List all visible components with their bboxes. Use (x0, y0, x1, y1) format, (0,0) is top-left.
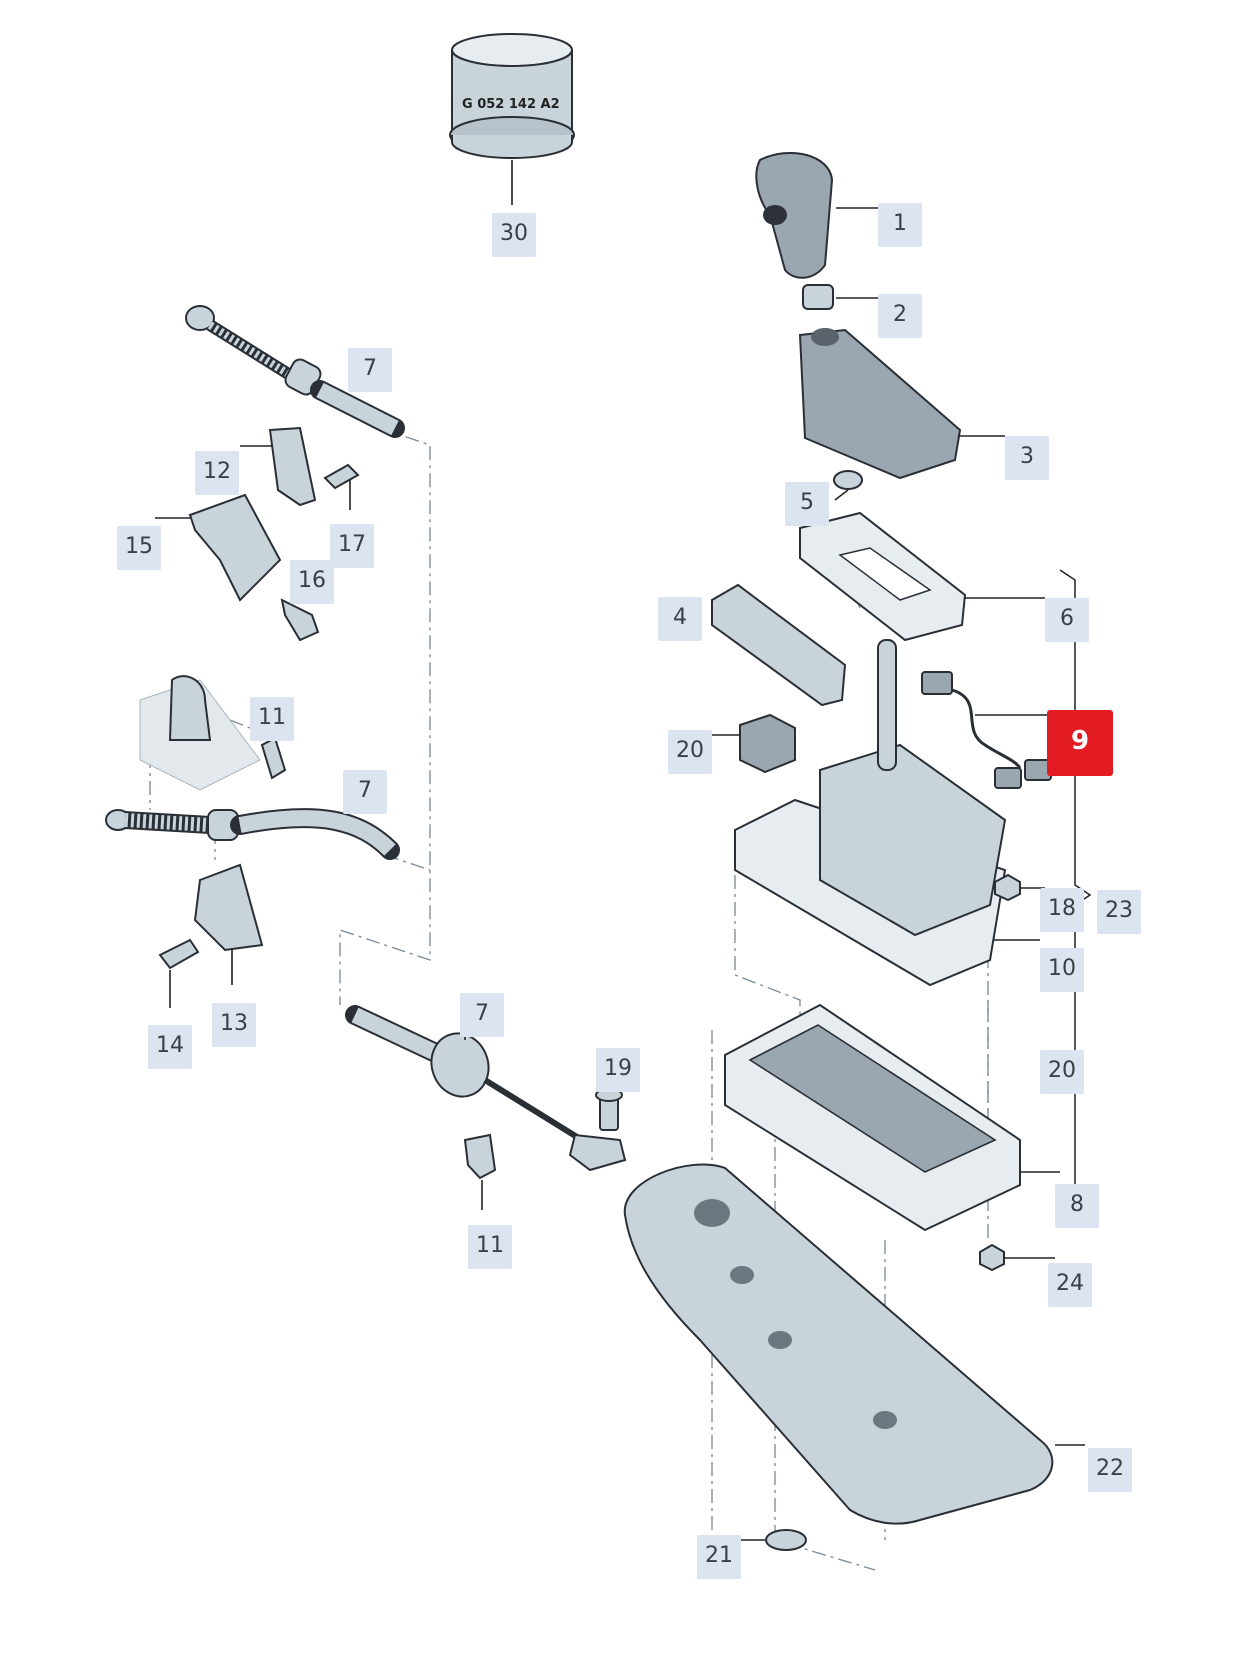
wiring-harness-part (921, 671, 1052, 789)
callout-label: 20 (1048, 1057, 1076, 1083)
shift-cable-upper-part (185, 305, 405, 438)
callout-label: 5 (800, 489, 814, 515)
callout-label: 13 (220, 1010, 248, 1036)
callout-label: 22 (1096, 1455, 1124, 1481)
callout-4[interactable]: 4 (658, 597, 702, 641)
callout-7-middle[interactable]: 7 (343, 770, 387, 814)
callout-9-active[interactable]: 9 (1047, 710, 1113, 776)
lower-housing-part (724, 1003, 1021, 1232)
callout-14[interactable]: 14 (148, 1025, 192, 1069)
gear-boot-part (798, 328, 962, 480)
callout-label: 30 (500, 220, 528, 246)
callout-21[interactable]: 21 (697, 1535, 741, 1579)
callout-17[interactable]: 17 (330, 524, 374, 568)
callout-15[interactable]: 15 (117, 526, 161, 570)
callout-20-lower[interactable]: 20 (1040, 1050, 1084, 1094)
callout-label: 23 (1105, 897, 1133, 923)
callout-label: 19 (604, 1055, 632, 1081)
callout-7-lower[interactable]: 7 (460, 993, 504, 1037)
callout-label: 1 (893, 210, 907, 236)
gear-knob-part (755, 151, 834, 279)
shifter-housing-part (734, 639, 1007, 987)
callout-5[interactable]: 5 (785, 482, 829, 526)
callout-20[interactable]: 20 (668, 730, 712, 774)
callout-19[interactable]: 19 (596, 1048, 640, 1092)
callout-label: 12 (203, 458, 231, 484)
callout-23[interactable]: 23 (1097, 890, 1141, 934)
callout-label: 16 (298, 567, 326, 593)
callout-label: 15 (125, 533, 153, 559)
callout-24[interactable]: 24 (1048, 1263, 1092, 1307)
callout-label: 4 (673, 604, 687, 630)
callout-8[interactable]: 8 (1055, 1184, 1099, 1228)
sleeve-part: G 052 142 A2 (449, 33, 575, 159)
sleeve-marking: G 052 142 A2 (462, 97, 560, 112)
cover-plate-part (623, 1163, 1054, 1525)
callout-10[interactable]: 10 (1040, 948, 1084, 992)
callout-3[interactable]: 3 (1005, 436, 1049, 480)
callout-30[interactable]: 30 (492, 213, 536, 257)
callout-12[interactable]: 12 (195, 451, 239, 495)
callout-11-upper[interactable]: 11 (250, 697, 294, 741)
callout-22[interactable]: 22 (1088, 1448, 1132, 1492)
callout-label: 18 (1048, 895, 1076, 921)
callout-label: 11 (476, 1232, 504, 1258)
callout-label: 21 (705, 1542, 733, 1568)
shift-cable-lower-part (345, 1005, 627, 1172)
callout-label: 7 (358, 777, 372, 803)
callout-label: 2 (893, 301, 907, 327)
callout-1[interactable]: 1 (878, 203, 922, 247)
callout-label: 17 (338, 531, 366, 557)
callout-label: 8 (1070, 1191, 1084, 1217)
callout-18[interactable]: 18 (1040, 888, 1084, 932)
callout-label: 24 (1056, 1270, 1084, 1296)
callout-label: 10 (1048, 955, 1076, 981)
callout-16[interactable]: 16 (290, 560, 334, 604)
callout-label: 9 (1070, 726, 1090, 756)
callout-7-upper[interactable]: 7 (348, 348, 392, 392)
callout-label: 3 (1020, 443, 1034, 469)
callout-6[interactable]: 6 (1045, 598, 1089, 642)
callout-label: 7 (475, 1000, 489, 1026)
shift-cable-middle-part (105, 808, 400, 860)
callout-11-lower[interactable]: 11 (468, 1225, 512, 1269)
callout-label: 6 (1060, 605, 1074, 631)
callout-label: 20 (676, 737, 704, 763)
callout-label: 11 (258, 704, 286, 730)
callout-label: 14 (156, 1032, 184, 1058)
callout-13[interactable]: 13 (212, 1003, 256, 1047)
callout-label: 7 (363, 355, 377, 381)
callout-2[interactable]: 2 (878, 294, 922, 338)
